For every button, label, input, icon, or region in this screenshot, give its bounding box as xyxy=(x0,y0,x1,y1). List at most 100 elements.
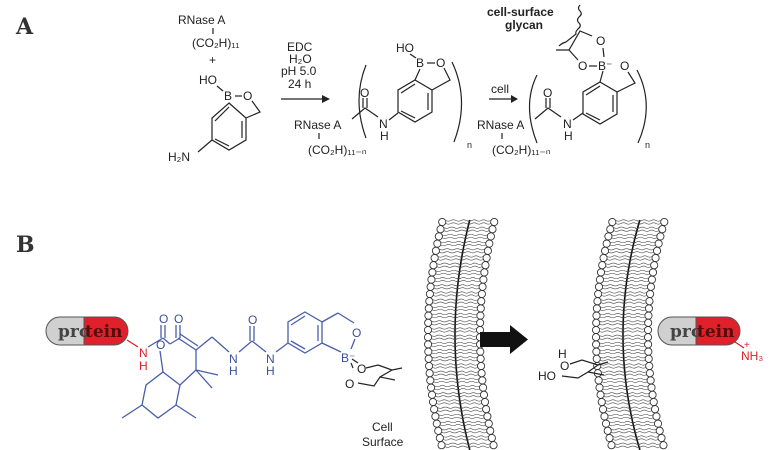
lipid-tail xyxy=(621,359,646,362)
lipid-head xyxy=(434,232,443,241)
lipid-head xyxy=(592,354,601,363)
lipid-tail xyxy=(454,291,479,294)
lipid-tail xyxy=(454,373,479,376)
lipid-head xyxy=(592,304,601,313)
lipid-tail xyxy=(454,298,478,301)
bilayer-midline xyxy=(454,219,471,450)
lipid-head xyxy=(650,405,660,414)
lipid-head xyxy=(647,383,656,392)
lipid-tail xyxy=(600,359,626,362)
lipid-head xyxy=(424,318,433,327)
lipid-head xyxy=(644,318,653,327)
lipid-tail xyxy=(603,277,630,280)
lipid-tail xyxy=(625,395,650,398)
lipid-tail xyxy=(609,424,636,427)
product-ho-label: HO xyxy=(396,41,414,55)
lipid-tail xyxy=(624,277,649,280)
lipid-tail xyxy=(601,373,627,376)
surface-label: Surface xyxy=(362,435,404,449)
lipid-tail xyxy=(607,255,633,258)
glycan-label-line2: glycan xyxy=(505,18,543,32)
lipid-tail xyxy=(460,248,485,251)
lipid-head xyxy=(480,268,489,277)
lipid-tail xyxy=(467,222,491,225)
product-boron-label: B xyxy=(416,56,424,70)
lipid-tail xyxy=(432,356,458,359)
lipid-tail xyxy=(633,233,657,236)
product-o-label: O xyxy=(436,56,445,70)
lipid-tail xyxy=(434,277,461,280)
lipid-head xyxy=(643,333,653,342)
lipid-tail xyxy=(600,363,627,366)
lipid-tail xyxy=(441,431,468,434)
lipid-tail xyxy=(604,392,630,395)
lipid-tail xyxy=(460,251,485,254)
amine-label: H₂N xyxy=(168,150,190,164)
condition-ph: pH 5.0 xyxy=(281,64,317,78)
lipid-tail xyxy=(445,219,472,222)
lipid-head xyxy=(594,289,603,299)
reactant-protein-label: RNase A xyxy=(178,13,225,27)
lipid-head xyxy=(605,433,614,443)
bound-n-subscript: n xyxy=(645,140,650,150)
lipid-tail xyxy=(621,316,646,319)
lipid-tail xyxy=(629,413,653,416)
lipid-tail xyxy=(623,284,648,287)
condition-water: H₂O xyxy=(289,52,312,66)
lipid-tail xyxy=(637,219,661,222)
lipid-head xyxy=(490,217,499,227)
lipid-head xyxy=(476,318,485,327)
lipid-tail xyxy=(623,287,648,290)
lipid-tail xyxy=(605,265,632,268)
lipid-tail xyxy=(431,313,458,316)
lipid-tail xyxy=(437,409,464,412)
lipid-tail xyxy=(607,416,634,419)
aryl-o-label: O xyxy=(156,338,165,352)
lipid-tail xyxy=(431,320,458,323)
lipid-tail xyxy=(463,233,488,236)
lipid-tail xyxy=(434,280,461,283)
lipid-head xyxy=(643,325,653,335)
lipid-head xyxy=(485,239,494,248)
lipid-tail xyxy=(599,316,626,319)
lipid-tail xyxy=(461,421,486,424)
lipid-head xyxy=(425,297,434,306)
urea-n1-label: N xyxy=(229,352,238,366)
lipid-head xyxy=(488,225,497,234)
lipid-tail xyxy=(608,248,635,251)
lipid-tail xyxy=(610,244,636,247)
amine-nh3-label: NH₃ xyxy=(741,349,763,363)
lipid-tail xyxy=(436,262,463,265)
lipid-tail xyxy=(452,334,477,337)
lipid-tail xyxy=(452,341,477,344)
lipid-tail xyxy=(599,330,626,333)
lipid-head xyxy=(654,239,663,248)
lipid-tail xyxy=(615,219,642,222)
lipid-tail xyxy=(621,323,645,326)
lipid-head xyxy=(645,297,654,306)
lipid-tail xyxy=(465,226,490,229)
lipid-tail xyxy=(434,284,460,287)
lipid-tail xyxy=(622,366,646,369)
lipid-tail xyxy=(622,291,647,294)
lipid-tail xyxy=(602,284,629,287)
lipid-head xyxy=(478,282,487,291)
lipid-head xyxy=(644,304,653,313)
lipid-tail xyxy=(599,334,626,337)
lipid-tail xyxy=(434,388,461,391)
diol-o2-label: O xyxy=(345,377,354,391)
lipid-tail xyxy=(458,406,483,409)
lipid-tail xyxy=(630,421,655,424)
lipid-head xyxy=(424,354,433,363)
lipid-tail xyxy=(442,233,468,236)
lipid-tail xyxy=(635,226,659,229)
lipid-tail xyxy=(433,294,460,297)
lipid-head xyxy=(433,239,442,248)
lipid-head xyxy=(644,347,653,356)
lipid-tail xyxy=(432,298,459,301)
lipid-head xyxy=(594,376,603,385)
lipid-head xyxy=(476,304,485,313)
lipid-head xyxy=(593,297,602,306)
glycan-o1-label: O xyxy=(596,34,605,48)
lipid-tail xyxy=(439,248,466,251)
